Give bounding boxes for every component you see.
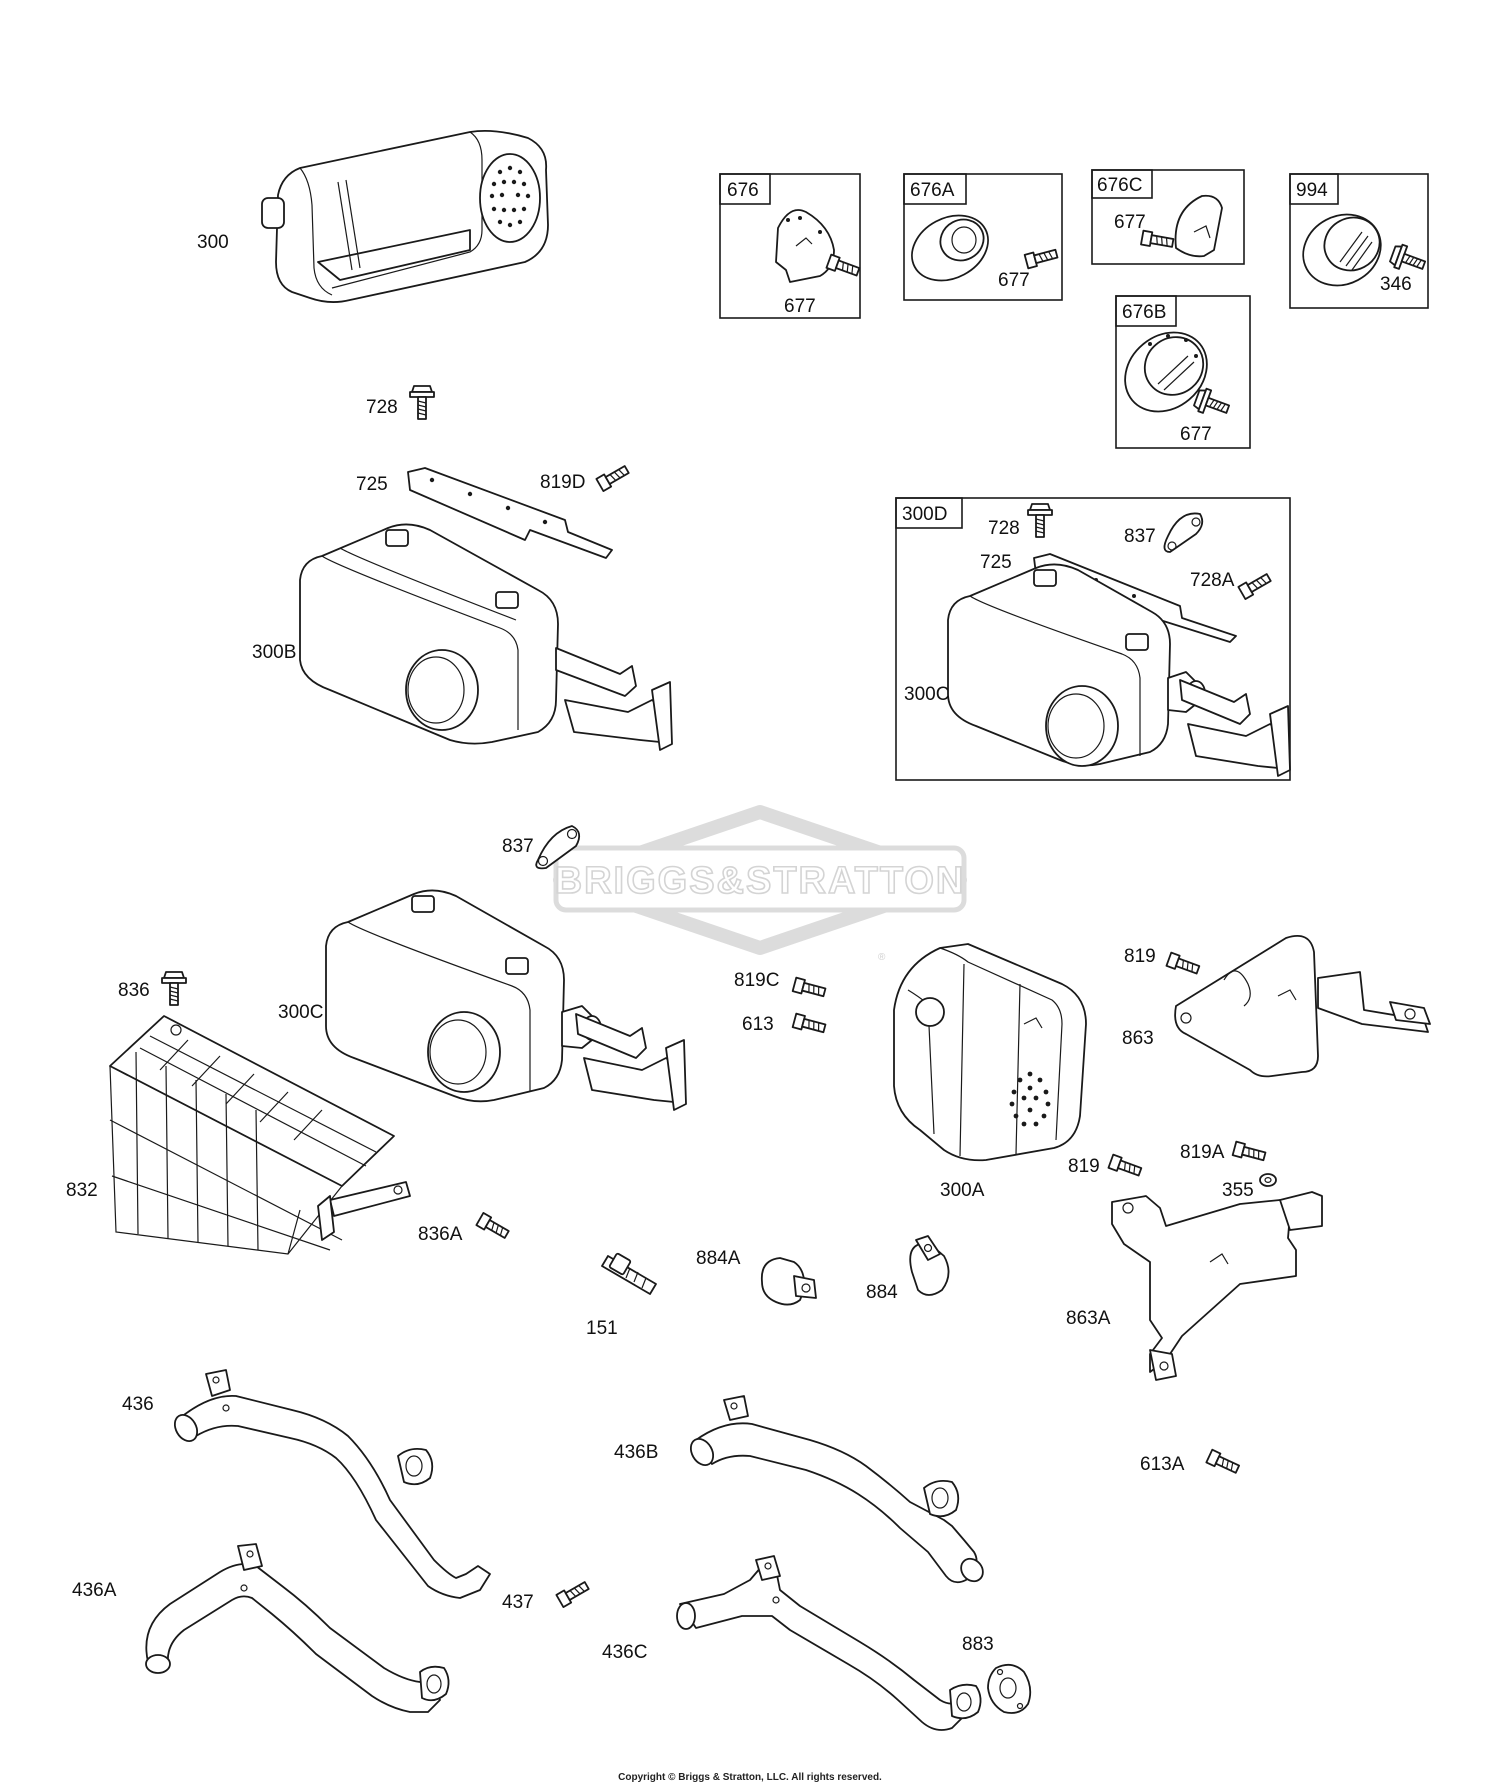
part-300C-muffler[interactable] <box>325 889 687 1111</box>
box-676C-part-677: 677 <box>1114 212 1146 233</box>
label-300A: 300A <box>940 1180 985 1201</box>
box-676-bolt <box>825 253 862 280</box>
label-836: 836 <box>118 980 150 1001</box>
label-436B: 436B <box>614 1442 658 1463</box>
label-884: 884 <box>866 1282 898 1303</box>
label-883: 883 <box>962 1634 994 1655</box>
box-676B-title: 676B <box>1122 302 1166 323</box>
label-151: 151 <box>586 1318 618 1339</box>
label-613A: 613A <box>1140 1454 1185 1475</box>
part-300B-muffler[interactable] <box>299 523 673 751</box>
part-300-muffler[interactable] <box>261 129 549 303</box>
part-355-washer[interactable] <box>1259 1173 1277 1187</box>
box-300D-title: 300D <box>902 504 947 525</box>
label-728: 728 <box>366 397 398 418</box>
label-863A: 863A <box>1066 1308 1111 1329</box>
part-436C-pipe[interactable] <box>676 1555 982 1731</box>
part-819-lower-bolt[interactable] <box>1107 1153 1144 1180</box>
part-819C-bolt[interactable] <box>791 976 828 1001</box>
box-676A[interactable]: 676A 677 <box>901 173 1063 301</box>
part-819A-bolt[interactable] <box>1231 1140 1268 1165</box>
box-994-bolt <box>1387 241 1429 278</box>
part-884A-clamp[interactable] <box>760 1257 817 1306</box>
label-819C: 819C <box>734 970 779 991</box>
watermark-registered-mark: ® <box>878 952 886 963</box>
part-436-pipe[interactable] <box>170 1369 491 1599</box>
label-884A: 884A <box>696 1248 741 1269</box>
part-613-bolt[interactable] <box>791 1012 828 1037</box>
copyright-notice: Copyright © Briggs & Stratton, LLC. All … <box>618 1772 882 1783</box>
box-676C-title: 676C <box>1097 175 1142 196</box>
part-832-wire-guard[interactable] <box>109 1015 411 1255</box>
part-883-gasket[interactable] <box>987 1663 1032 1714</box>
box-300D-label-837: 837 <box>1124 526 1156 547</box>
part-836A-bolt[interactable] <box>475 1212 512 1242</box>
box-676B-part-677: 677 <box>1180 424 1212 445</box>
label-725: 725 <box>356 474 388 495</box>
part-819-bolt[interactable] <box>1165 951 1202 978</box>
box-676A-title: 676A <box>910 180 955 201</box>
box-994-title: 994 <box>1296 180 1328 201</box>
label-613: 613 <box>742 1014 774 1035</box>
box-676B-bolt <box>1191 385 1233 422</box>
part-725-bracket[interactable] <box>407 467 613 559</box>
label-436C: 436C <box>602 1642 647 1663</box>
label-836A: 836A <box>418 1224 463 1245</box>
box-994[interactable]: 994 346 <box>1289 173 1429 309</box>
part-863A-bracket[interactable] <box>1111 1191 1323 1381</box>
watermark-text: BRIGGS&STRATTON <box>555 860 966 902</box>
box-300D-bolt-728A <box>1237 570 1274 600</box>
label-832: 832 <box>66 1180 98 1201</box>
part-436B-pipe[interactable] <box>686 1395 987 1586</box>
part-436A-pipe[interactable] <box>145 1543 450 1713</box>
label-300C: 300C <box>278 1002 323 1023</box>
label-355: 355 <box>1222 1180 1254 1201</box>
label-300: 300 <box>197 232 229 253</box>
label-436: 436 <box>122 1394 154 1415</box>
box-676B[interactable]: 676B 677 <box>1109 295 1251 449</box>
label-819: 819 <box>1124 946 1156 967</box>
part-884-clamp[interactable] <box>909 1235 950 1296</box>
label-819A: 819A <box>1180 1142 1225 1163</box>
box-300D[interactable]: 300D 728 837 725 728A 300C <box>895 497 1291 781</box>
box-676[interactable]: 676 677 <box>719 173 862 319</box>
box-300D-label-300C: 300C <box>904 684 949 705</box>
label-436A: 436A <box>72 1580 117 1601</box>
part-837-link[interactable] <box>535 825 581 870</box>
part-836-bolt[interactable] <box>161 971 187 1006</box>
box-676A-bolt <box>1023 245 1060 270</box>
box-676C-bolt <box>1140 229 1175 251</box>
label-437: 437 <box>502 1592 534 1613</box>
part-151-stud[interactable] <box>601 1252 657 1295</box>
perforation-grid <box>489 165 531 228</box>
part-437-bolt[interactable] <box>555 1578 592 1608</box>
label-819-lower: 819 <box>1068 1156 1100 1177</box>
label-863: 863 <box>1122 1028 1154 1049</box>
box-676-title: 676 <box>727 180 759 201</box>
part-819D-bolt[interactable] <box>595 462 632 492</box>
brand-watermark: BRIGGS&STRATTON ® <box>553 805 967 963</box>
box-300D-label-728A: 728A <box>1190 570 1235 591</box>
box-676-part-677: 677 <box>784 296 816 317</box>
box-300D-label-728: 728 <box>988 518 1020 539</box>
box-994-part-346: 346 <box>1380 274 1412 295</box>
label-837: 837 <box>502 836 534 857</box>
part-613A-bolt[interactable] <box>1205 1448 1242 1477</box>
box-676A-part-677: 677 <box>998 270 1030 291</box>
part-300A-muffler[interactable] <box>893 943 1087 1162</box>
box-300D-label-725: 725 <box>980 552 1012 573</box>
perforation-ring <box>1009 1071 1051 1127</box>
box-300D-bolt-728 <box>1027 503 1053 538</box>
label-819D: 819D <box>540 472 585 493</box>
label-300B: 300B <box>252 642 296 663</box>
part-863-heat-shield[interactable] <box>1174 934 1431 1078</box>
box-676C[interactable]: 676C 677 <box>1091 169 1245 265</box>
part-728-bolt[interactable] <box>409 385 435 420</box>
